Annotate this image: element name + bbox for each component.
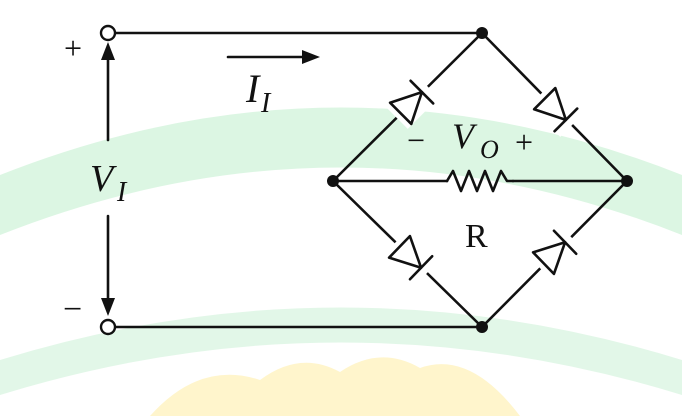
- node-right: [621, 175, 633, 187]
- output-plus-label: +: [515, 124, 533, 160]
- diode-top-right: [529, 83, 583, 137]
- output-minus-label: −: [407, 122, 425, 158]
- plus-input-label: +: [64, 30, 82, 66]
- input-current-arrow: [226, 50, 320, 64]
- node-bottom: [476, 321, 488, 333]
- output-voltage-subscript: O: [480, 135, 499, 164]
- resistor: [445, 169, 515, 193]
- input-voltage-subscript: I: [116, 177, 128, 208]
- node-left: [327, 175, 339, 187]
- diode-bottom-left: [384, 231, 438, 285]
- diode-top-left: [385, 75, 439, 129]
- input-voltage-arrow: [101, 42, 115, 316]
- minus-input-label: −: [63, 291, 82, 328]
- resistor-label: R: [465, 218, 488, 255]
- input-current-label: I I: [245, 66, 272, 119]
- output-voltage-label: − V O +: [407, 116, 533, 164]
- input-terminal-top: [99, 24, 117, 42]
- diode-bottom-right: [528, 225, 582, 279]
- watermark: [0, 107, 682, 416]
- input-current-main: I: [245, 66, 261, 111]
- input-voltage-label: V I: [90, 158, 128, 208]
- node-top: [476, 27, 488, 39]
- output-voltage-main: V: [452, 116, 478, 156]
- input-terminal-bottom: [99, 318, 117, 336]
- input-voltage-main: V: [90, 158, 117, 200]
- input-current-subscript: I: [260, 88, 272, 119]
